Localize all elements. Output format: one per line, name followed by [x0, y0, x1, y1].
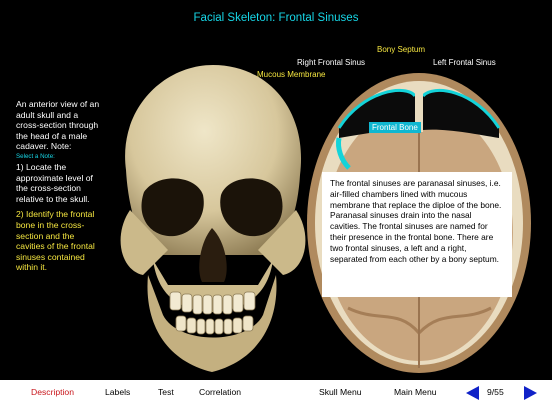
label-left-frontal-sinus[interactable]: Left Frontal Sinus — [433, 58, 496, 67]
nav-description[interactable]: Description — [31, 387, 74, 397]
label-right-frontal-sinus[interactable]: Right Frontal Sinus — [297, 58, 366, 67]
label-frontal-bone[interactable]: Frontal Bone — [369, 122, 421, 133]
note-1-link[interactable]: 1) Locate the approximate level of the c… — [16, 161, 93, 204]
intro-text: An anterior view of an adult skull and a… — [16, 99, 100, 152]
next-arrow-icon[interactable] — [524, 386, 537, 400]
description-box: The frontal sinuses are paranasal sinuse… — [322, 172, 512, 297]
note-2-link[interactable]: 2) Identify the frontal bone in the cros… — [16, 209, 95, 273]
label-bony-septum[interactable]: Bony Septum — [377, 45, 426, 54]
nav-correlation[interactable]: Correlation — [199, 387, 242, 397]
nav-main-menu[interactable]: Main Menu — [394, 387, 437, 397]
description-text: The frontal sinuses are paranasal sinuse… — [330, 178, 502, 264]
select-note-label: Select a Note: — [16, 152, 55, 160]
skull-image — [120, 65, 306, 372]
previous-arrow-icon[interactable] — [466, 386, 479, 400]
label-mucous-membrane[interactable]: Mucous Membrane — [257, 70, 326, 79]
bottom-nav-bar: Description Labels Test Correlation Skul… — [0, 380, 552, 414]
page-title: Facial Skeleton: Frontal Sinuses — [193, 12, 359, 24]
nav-labels[interactable]: Labels — [105, 387, 131, 397]
page-counter: 9/55 — [487, 387, 504, 397]
left-panel: An anterior view of an adult skull and a… — [16, 99, 102, 273]
nav-skull-menu[interactable]: Skull Menu — [319, 387, 362, 397]
nav-test[interactable]: Test — [158, 387, 174, 397]
